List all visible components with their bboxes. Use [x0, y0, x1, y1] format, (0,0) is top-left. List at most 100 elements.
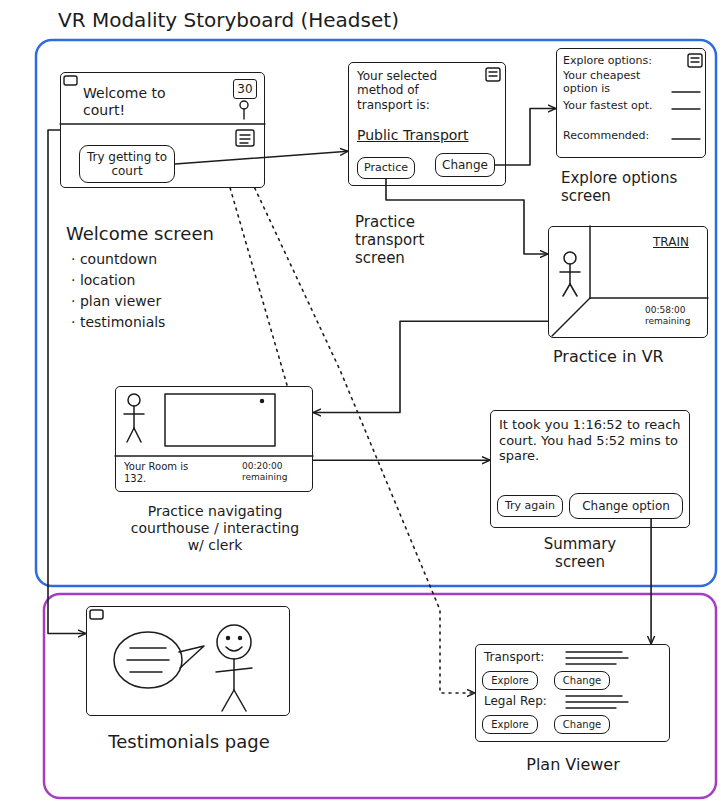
sketch-icon [489, 75, 497, 76]
plan-scribble [566, 657, 628, 658]
flow-arrow [313, 459, 490, 461]
courthouse-sketch [165, 394, 275, 446]
testimonial-sketch [179, 646, 204, 668]
screen-text: 00:20:00 remaining [242, 461, 308, 483]
screen-frame: Explore options: Your cheapest option is Y… [556, 48, 706, 158]
sketch-icon [60, 54, 702, 146]
ui-button: Change [554, 671, 610, 690]
screen-caption: Testimonials page [99, 731, 279, 753]
screen-text: Your cheapest option is [563, 69, 663, 95]
testimonial-sketch [130, 671, 162, 673]
sketch-icon [240, 138, 250, 139]
button-label: Explore [491, 719, 529, 731]
ui-button: Explore [482, 671, 538, 690]
caption-bullet: · location [71, 272, 251, 289]
screen-frame: TRAIN00:58:00 remainingPractice in VR [548, 226, 708, 338]
button-label: Explore [491, 675, 529, 687]
testimonial-sketch [130, 647, 166, 649]
sketch-icon [240, 134, 250, 135]
screen-text: Your selected method of transport is: [357, 69, 475, 112]
vr-scene-sketch [560, 271, 580, 273]
courthouse-sketch [261, 400, 264, 403]
testimonial-sketch [90, 610, 103, 619]
button-label: Try again [505, 499, 555, 512]
dotted-connector [255, 188, 475, 693]
screen-text: TRAIN [653, 235, 705, 249]
sketch-icon [243, 109, 244, 119]
courthouse-sketch [127, 428, 134, 442]
screen-caption: Explore options screen [561, 169, 703, 205]
ui-button: Try again [497, 495, 563, 517]
flow-arrow [495, 109, 556, 166]
flow-arrow [175, 151, 348, 164]
testimonial-sketch [114, 632, 182, 688]
ui-button: Change [554, 715, 610, 734]
courthouse-sketch [115, 394, 313, 456]
sketch-icon [64, 76, 77, 85]
testimonial-sketch [234, 690, 246, 711]
screen-frame: Your Room is 132.00:20:00 remainingPract… [115, 386, 313, 492]
screen-caption: Practice transport screen [355, 213, 459, 267]
vr-scene-sketch [564, 252, 576, 264]
testimonial-sketch [216, 668, 252, 672]
vr-scene-sketch [552, 298, 590, 336]
caption-bullet: · countdown [71, 251, 251, 268]
screen-text: It took you 1:16:52 to reach court. You … [499, 417, 683, 464]
button-label: Change [563, 719, 601, 731]
button-label: Change option [582, 499, 670, 513]
vr-scene-sketch [590, 297, 708, 299]
sketch-icon [672, 91, 700, 92]
screen-caption: Practice in VR [553, 347, 709, 366]
screen-text: Public Transport [357, 127, 503, 144]
plan-scribble [566, 651, 622, 652]
caption-bullet: · plan viewer [71, 293, 251, 310]
vr-scene-sketch [552, 226, 708, 336]
storyboard-region [36, 40, 716, 586]
screen-caption: Welcome screen [66, 223, 256, 245]
screen-frame: Your selected method of transport is: Pub… [348, 62, 506, 186]
button-label: Change [442, 158, 488, 172]
screen-frame: Transport:Legal Rep:Plan ViewerExploreCh… [475, 644, 670, 742]
ui-button: Practice [357, 157, 415, 179]
screen-frame: It took you 1:16:52 to reach court. You … [490, 410, 690, 528]
sketch-icon [672, 108, 700, 109]
courthouse-sketch [124, 413, 144, 415]
testimonial-sketch [127, 659, 169, 661]
sketch-icon [486, 68, 500, 81]
sketch-icon [236, 130, 254, 146]
storyboard-region [44, 594, 716, 798]
courthouse-sketch [133, 406, 135, 428]
plan-scribble [566, 695, 622, 696]
testimonial-sketch [217, 625, 251, 659]
screen-text: Your Room is 132. [124, 461, 210, 485]
plan-scribble [566, 701, 628, 702]
sketch-icon [240, 142, 248, 143]
testimonial-sketch [222, 690, 234, 711]
courthouse-sketch [128, 394, 140, 406]
ui-button: Change [435, 153, 495, 177]
button-label: Try getting to court [83, 150, 171, 179]
button-label: Practice [364, 161, 408, 174]
screen-text: Legal Rep: [484, 694, 564, 708]
sketch-icon [688, 54, 702, 67]
screen-text: Your fastest opt. [563, 99, 669, 112]
vr-scene-sketch [563, 284, 570, 296]
testimonial-sketch [226, 647, 242, 651]
screen-caption: Plan Viewer [513, 755, 633, 774]
dotted-connector [230, 188, 287, 386]
button-label: 30 [237, 82, 252, 96]
plan-scribble [566, 663, 616, 664]
testimonial-sketch [227, 637, 230, 640]
sketch-icon [691, 57, 699, 58]
sketch-icon [489, 71, 497, 72]
button-label: Change [563, 675, 601, 687]
testimonial-sketch [90, 610, 252, 711]
storyboard-region [36, 40, 716, 798]
caption-bullet: · testimonials [71, 314, 251, 331]
courthouse-sketch [134, 428, 141, 442]
screen-text: Explore options: [563, 54, 675, 67]
screen-text: Welcome to court! [83, 85, 195, 119]
vr-scene-sketch [569, 264, 571, 284]
